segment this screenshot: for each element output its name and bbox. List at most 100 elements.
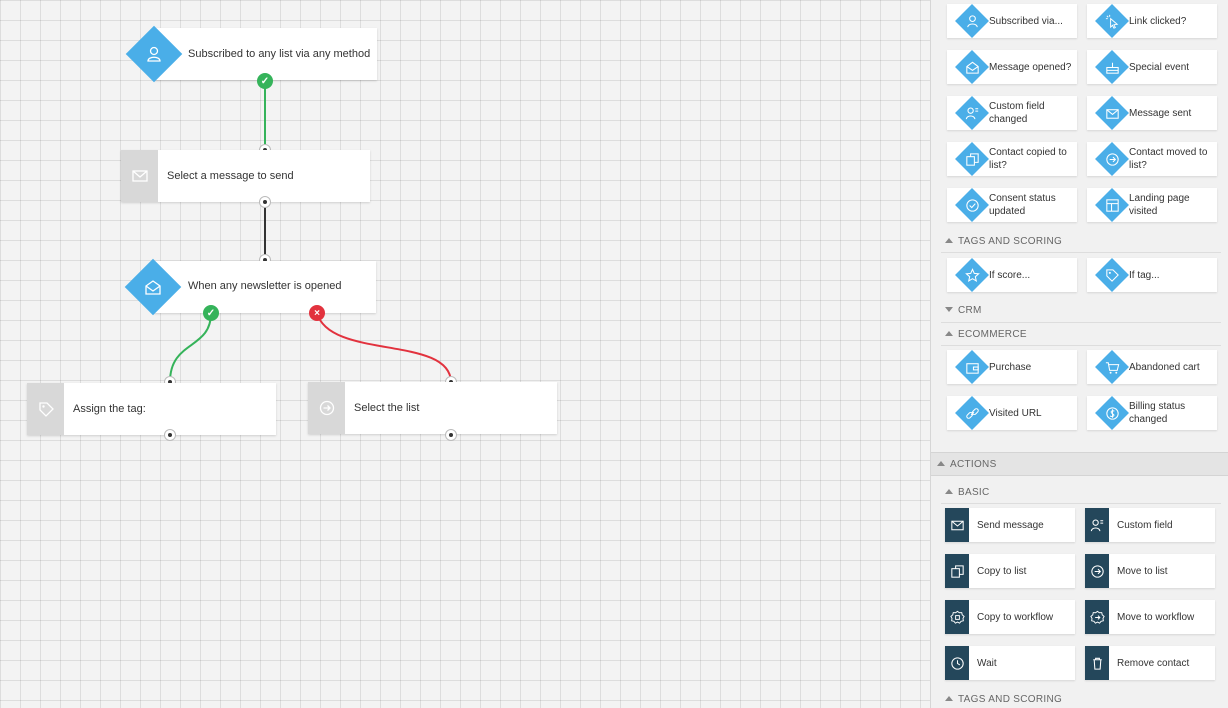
node-subscribed[interactable]: Subscribed to any list via any method xyxy=(154,28,377,80)
section-basic-label: BASIC xyxy=(958,487,990,498)
action-tile[interactable]: Custom field xyxy=(1085,508,1215,542)
cake-icon xyxy=(1092,47,1132,87)
section-crm-label: CRM xyxy=(958,305,982,316)
workflow-canvas[interactable]: Subscribed to any list via any method ✓ … xyxy=(0,0,930,708)
action-tile[interactable]: Send message xyxy=(945,508,1075,542)
action-tile-label: Send message xyxy=(977,519,1044,531)
condition-tile[interactable]: Visited URL xyxy=(947,396,1077,430)
star-icon xyxy=(952,255,992,295)
node-assign-tag[interactable]: Assign the tag: xyxy=(27,383,276,435)
trash-icon xyxy=(1085,646,1109,680)
copy-icon xyxy=(945,554,969,588)
arrow-circle-icon xyxy=(1085,554,1109,588)
condition-tile[interactable]: Custom field changed xyxy=(947,96,1077,130)
section-ecommerce[interactable]: ECOMMERCE xyxy=(945,329,1027,340)
condition-tile-label: Link clicked? xyxy=(1129,15,1187,27)
arrow-circle-icon xyxy=(308,382,345,434)
section-tags-scoring-actions[interactable]: TAGS AND SCORING xyxy=(945,694,1062,705)
action-tile[interactable]: Copy to workflow xyxy=(945,600,1075,634)
user-icon xyxy=(952,1,992,41)
condition-tile[interactable]: If tag... xyxy=(1087,258,1217,292)
node-select-message[interactable]: Select a message to send xyxy=(121,150,370,202)
condition-tile[interactable]: Abandoned cart xyxy=(1087,350,1217,384)
elements-panel[interactable]: Subscribed via... Link clicked? Message op… xyxy=(930,0,1228,708)
section-tags-scoring[interactable]: TAGS AND SCORING xyxy=(945,236,1062,247)
action-tile-label: Remove contact xyxy=(1117,657,1190,669)
condition-tile-label: Subscribed via... xyxy=(989,15,1063,27)
user-icon xyxy=(126,26,182,82)
condition-tile-label: Consent status updated xyxy=(989,193,1056,217)
actions-header[interactable]: ACTIONS xyxy=(931,452,1228,476)
condition-tile[interactable]: If score... xyxy=(947,258,1077,292)
condition-tile-label: Custom field changed xyxy=(989,101,1045,125)
condition-tile[interactable]: Purchase xyxy=(947,350,1077,384)
copy-icon xyxy=(952,139,992,179)
sent-envelope-icon xyxy=(1092,93,1132,133)
condition-tile[interactable]: Link clicked? xyxy=(1087,4,1217,38)
node-newsletter-opened-label: When any newsletter is opened xyxy=(188,280,342,292)
node-list-output-port[interactable] xyxy=(445,429,457,441)
node-newsletter-opened-diamond[interactable] xyxy=(124,258,182,316)
action-tile-label: Move to list xyxy=(1117,565,1168,577)
condition-tile[interactable]: Special event xyxy=(1087,50,1217,84)
condition-tile-label: Landing page visited xyxy=(1129,193,1190,217)
node-subscribed-label: Subscribed to any list via any method xyxy=(188,48,371,60)
node-newsletter-opened[interactable]: When any newsletter is opened xyxy=(154,261,376,313)
condition-tile[interactable]: Message sent xyxy=(1087,96,1217,130)
condition-tile[interactable]: Message opened? xyxy=(947,50,1077,84)
tag-icon xyxy=(1092,255,1132,295)
condition-tile[interactable]: Subscribed via... xyxy=(947,4,1077,38)
condition-tile-label: If score... xyxy=(989,269,1031,281)
condition-tile-label: Billing status changed xyxy=(1129,401,1186,425)
yes-branch-badge[interactable]: ✓ xyxy=(203,305,219,321)
layout-icon xyxy=(1092,185,1132,225)
user-field-icon xyxy=(1085,508,1109,542)
condition-tile[interactable]: Billing status changed xyxy=(1087,396,1217,430)
action-tile[interactable]: Move to list xyxy=(1085,554,1215,588)
condition-tile-label: Contact moved to list? xyxy=(1129,147,1208,171)
section-basic[interactable]: BASIC xyxy=(945,487,990,498)
open-envelope-icon xyxy=(125,259,181,315)
actions-header-label: ACTIONS xyxy=(950,459,997,470)
node-subscribed-diamond[interactable] xyxy=(125,25,183,83)
check-circle-icon xyxy=(952,185,992,225)
condition-tile-label: Message opened? xyxy=(989,61,1072,73)
billing-icon xyxy=(1092,393,1132,433)
user-field-icon xyxy=(952,93,992,133)
clock-icon xyxy=(945,646,969,680)
wire-opened-no-to-list xyxy=(316,312,452,383)
section-crm[interactable]: CRM xyxy=(945,305,982,316)
action-tile[interactable]: Remove contact xyxy=(1085,646,1215,680)
action-tile[interactable]: Copy to list xyxy=(945,554,1075,588)
envelope-icon xyxy=(121,150,158,202)
condition-tile[interactable]: Landing page visited xyxy=(1087,188,1217,222)
connection-wires xyxy=(169,82,452,383)
condition-tile-label: Visited URL xyxy=(989,407,1042,419)
condition-tile-label: Message sent xyxy=(1129,107,1192,119)
condition-tile[interactable]: Consent status updated xyxy=(947,188,1077,222)
workflow-move-icon xyxy=(1085,600,1109,634)
action-tile[interactable]: Wait xyxy=(945,646,1075,680)
action-tile[interactable]: Move to workflow xyxy=(1085,600,1215,634)
yes-badge: ✓ xyxy=(257,73,273,89)
condition-tile-label: Abandoned cart xyxy=(1129,361,1200,373)
node-assign-tag-label: Assign the tag: xyxy=(73,403,146,415)
condition-tile[interactable]: Contact moved to list? xyxy=(1087,142,1217,176)
node-select-list-label: Select the list xyxy=(354,402,420,414)
node-select-list[interactable]: Select the list xyxy=(308,382,557,434)
section-ecommerce-label: ECOMMERCE xyxy=(958,329,1027,340)
node-message-output-port[interactable] xyxy=(259,196,271,208)
wallet-icon xyxy=(952,347,992,387)
condition-tile-label: If tag... xyxy=(1129,269,1160,281)
action-tile-label: Move to workflow xyxy=(1117,611,1195,623)
action-tile-label: Copy to list xyxy=(977,565,1027,577)
node-tag-output-port[interactable] xyxy=(164,429,176,441)
wire-opened-yes-to-tag xyxy=(169,312,212,383)
cursor-click-icon xyxy=(1092,1,1132,41)
arrow-circle-icon xyxy=(1092,139,1132,179)
action-tile-label: Wait xyxy=(977,657,997,669)
no-branch-badge[interactable]: × xyxy=(309,305,325,321)
condition-tile[interactable]: Contact copied to list? xyxy=(947,142,1077,176)
condition-tile-label: Special event xyxy=(1129,61,1190,73)
condition-tile-label: Contact copied to list? xyxy=(989,147,1067,171)
